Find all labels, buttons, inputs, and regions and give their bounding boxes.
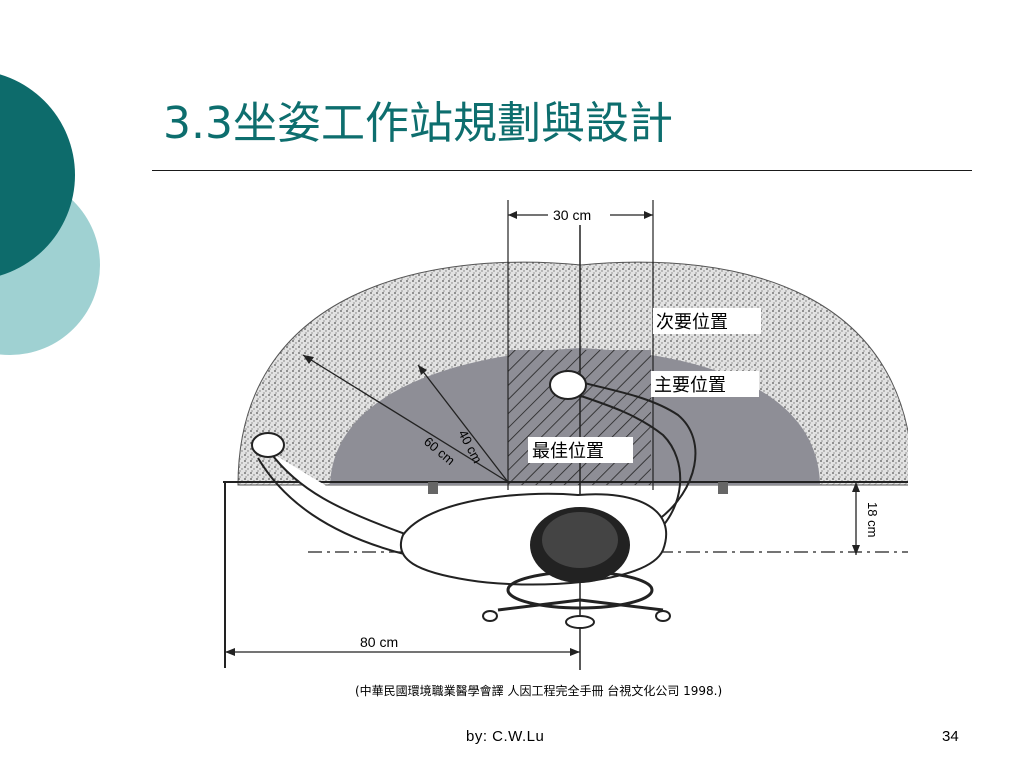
radius-40-arrow [418,365,427,375]
workstation-diagram: 30 cm 40 cm 60 cm 次要位置 主要位置 最佳位置 18 cm [223,200,908,670]
label-bg-optimal [528,437,633,463]
deco-circle-dark [0,74,75,276]
footer-author: by: C.W.Lu [466,728,545,745]
page-number: 34 [942,728,959,745]
slide-title: 3.3坐姿工作站規劃與設計 [163,98,673,149]
dim-80-arrow-left [225,648,235,656]
left-arm [269,451,409,536]
dim-18-arrow-top [852,482,860,492]
chair-column [565,615,595,629]
dim-80-arrow-right [570,648,580,656]
label-bg-primary [651,371,759,397]
right-hand [549,370,587,400]
radius-40-line [417,364,509,483]
label-optimal-zone: 最佳位置 [532,441,604,462]
right-arm [572,379,697,521]
label-primary-zone: 主要位置 [654,375,726,396]
dim-30-arrow-right [644,211,653,219]
left-hand [251,432,285,458]
label-80cm: 80 cm [360,634,398,650]
desk-knob-left [428,482,438,494]
dim-30-arrow-left [508,211,517,219]
chair-leg-1 [497,598,581,612]
chair-caster-2 [655,610,671,622]
figure-caption: (中華民國環境職業醫學會譯 人因工程完全手冊 台視文化公司 1998.) [355,684,723,698]
left-arm-outline [257,457,409,556]
label-30cm: 30 cm [553,207,591,223]
label-18cm: 18 cm [865,502,880,537]
desk-knob-right [718,482,728,494]
head-hair [542,512,618,568]
label-secondary-zone: 次要位置 [656,312,728,333]
decorative-circles [0,74,100,355]
seated-person [251,370,697,629]
title-divider [152,170,972,171]
label-bg-secondary [653,308,761,334]
chair-leg-2 [579,598,664,612]
dim-18-arrow-bottom [852,545,860,555]
right-arm-inner [577,394,682,541]
chair-caster-1 [482,610,498,622]
radius-60-line [302,354,509,483]
radius-60-arrow [303,355,314,364]
